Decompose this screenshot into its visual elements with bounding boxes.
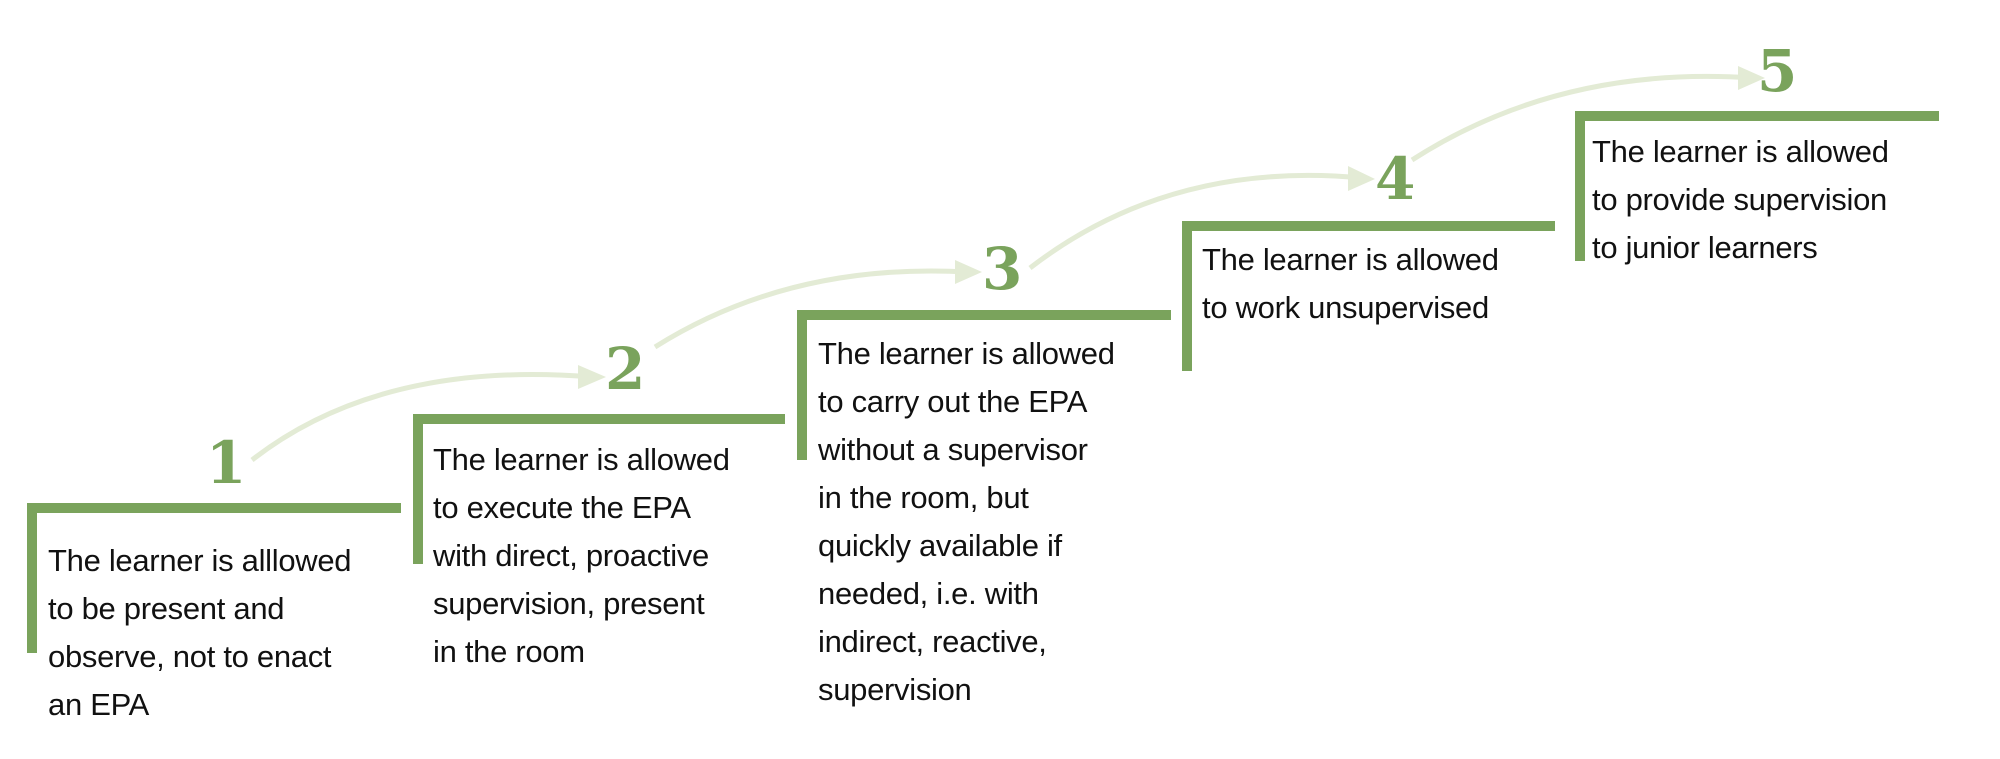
description-line: to execute the EPA [433, 490, 691, 525]
step-description: The learner is allowed to provide superv… [1592, 128, 1889, 272]
arrowhead-icon [955, 260, 982, 284]
step-number: 2 [605, 335, 646, 403]
arrowhead-icon [1738, 66, 1765, 90]
arrowhead-icon [578, 365, 606, 389]
description-line: to junior learners [1592, 230, 1818, 265]
description-line: to be present and [48, 591, 285, 626]
step-bracket-top [1182, 221, 1555, 231]
description-line: to carry out the EPA [818, 384, 1088, 419]
description-line: The learner is allowed [1202, 242, 1499, 277]
arrowhead-icon [1348, 166, 1375, 191]
step-number: 1 [206, 429, 247, 497]
step-description: The learner is allowed to execute the EP… [433, 436, 730, 676]
description-line: The learner is alllowed [48, 543, 352, 578]
description-line: quickly available if [818, 528, 1062, 563]
step-bracket-top [797, 310, 1171, 320]
step-description: The learner is alllowed to be present an… [48, 537, 352, 729]
step-number: 4 [1375, 145, 1416, 213]
description-line: without a supervisor [818, 432, 1088, 467]
arrow-3-to-4 [1028, 172, 1363, 270]
step-bracket-top [413, 414, 785, 424]
description-line: in the room [433, 634, 585, 669]
step-bracket-side [797, 310, 807, 460]
description-line: needed, i.e. with [818, 576, 1039, 611]
step-description: The learner is allowed to work unsupervi… [1202, 236, 1499, 332]
step-number: 5 [1757, 37, 1798, 105]
arrow-1-to-2 [250, 372, 593, 462]
description-line: in the room, but [818, 480, 1029, 515]
step-bracket-side [413, 414, 423, 564]
description-line: The learner is allowed [818, 336, 1115, 371]
description-line: to provide supervision [1592, 182, 1887, 217]
description-line: with direct, proactive [433, 538, 709, 573]
arrow-2-to-3 [653, 268, 969, 350]
step-bracket-top [27, 503, 401, 513]
description-line: The learner is allowed [1592, 134, 1889, 169]
description-line: supervision, present [433, 586, 705, 621]
description-line: an EPA [48, 687, 150, 722]
step-bracket-side [1182, 221, 1192, 371]
description-line: supervision [818, 672, 972, 707]
step-number: 3 [982, 235, 1023, 303]
step-bracket-side [27, 503, 37, 653]
step-description: The learner is allowed to carry out the … [818, 330, 1115, 714]
step-bracket-side [1575, 111, 1585, 261]
description-line: The learner is allowed [433, 442, 730, 477]
description-line: to work unsupervised [1202, 290, 1489, 325]
description-line: observe, not to enact [48, 639, 332, 674]
description-line: indirect, reactive, [818, 624, 1047, 659]
step-bracket-top [1575, 111, 1939, 121]
arrow-4-to-5 [1410, 73, 1753, 163]
